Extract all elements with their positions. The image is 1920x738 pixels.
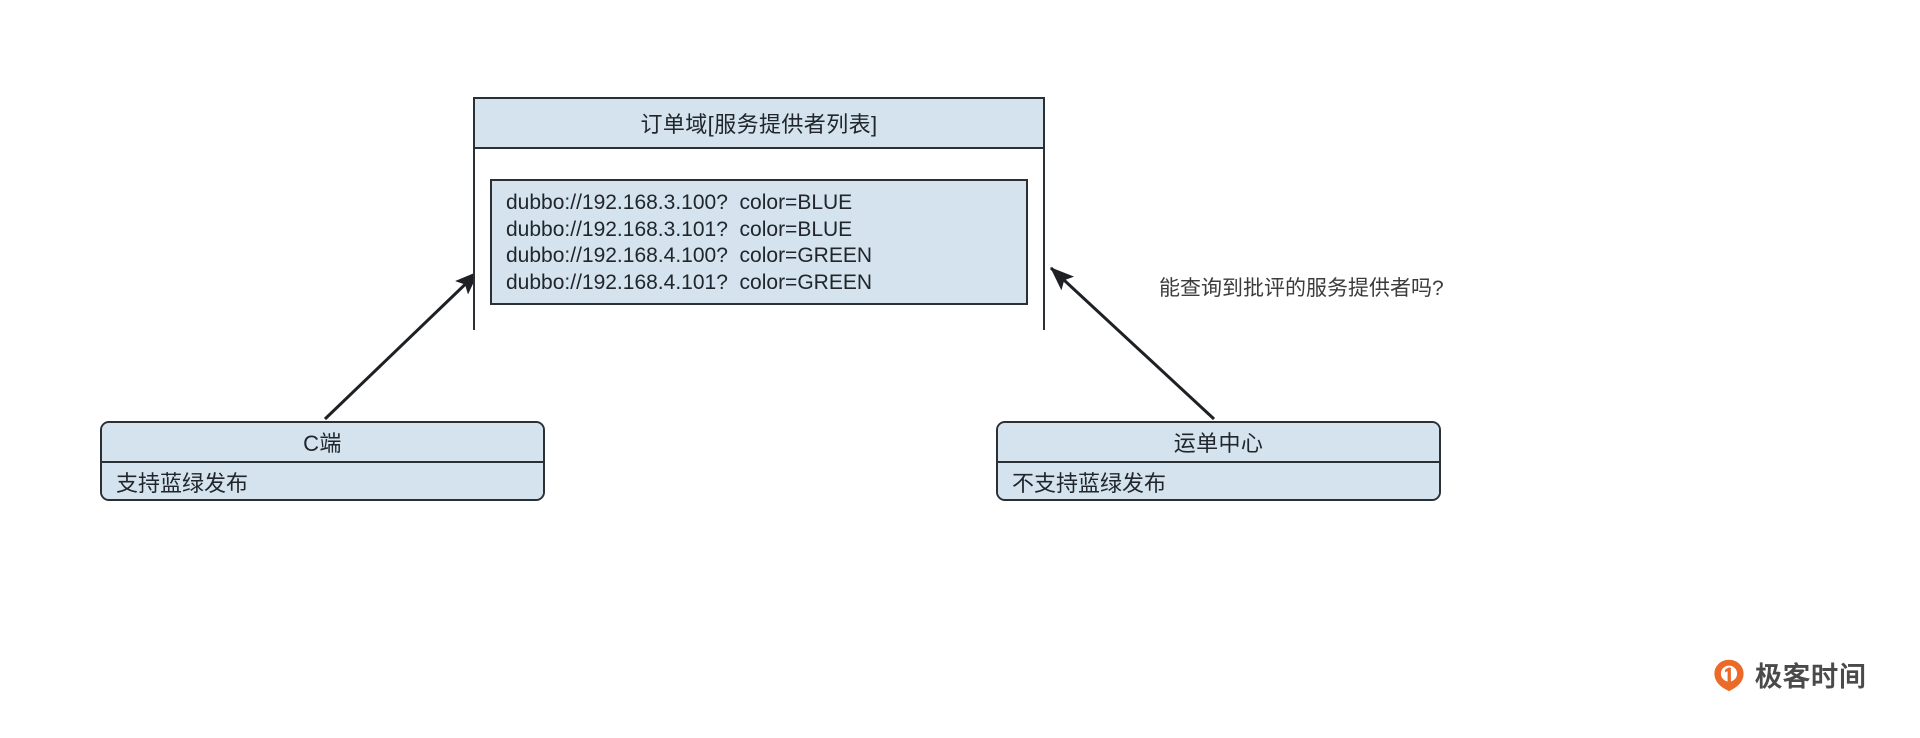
brand-logo: 极客时间 — [1712, 655, 1867, 694]
brand-name: 极客时间 — [1755, 662, 1867, 693]
annotation-question: 能查询到批评的服务提供者吗? — [1159, 277, 1444, 300]
node-c-end-body: 支持蓝绿发布 — [102, 463, 543, 499]
node-order-domain-header: 订单域[服务提供者列表] — [475, 99, 1043, 149]
provider-list-item: dubbo://192.168.3.100? color=BLUE — [506, 191, 853, 214]
node-c-end-header: C端 — [102, 423, 543, 463]
provider-list-item: dubbo://192.168.3.101? color=BLUE — [506, 217, 853, 241]
node-waybill-center-body: 不支持蓝绿发布 — [998, 463, 1439, 499]
node-waybill-center-header: 运单中心 — [998, 423, 1439, 463]
provider-list-box[interactable]: dubbo://192.168.3.100? color=BLUE dubbo:… — [490, 179, 1028, 305]
provider-list-item: dubbo://192.168.4.101? color=GREEN — [506, 270, 873, 294]
provider-list-item: dubbo://192.168.4.100? color=GREEN — [506, 244, 873, 267]
node-order-domain-body: dubbo://192.168.3.100? color=BLUE dubbo:… — [475, 149, 1043, 330]
node-order-domain[interactable]: 订单域[服务提供者列表] dubbo://192.168.3.100? colo… — [473, 97, 1045, 330]
node-waybill-center[interactable]: 运单中心 不支持蓝绿发布 — [996, 421, 1441, 501]
edge-c-end-to-order-domain — [323, 270, 480, 421]
node-c-end[interactable]: C端 支持蓝绿发布 — [100, 421, 545, 501]
geekbang-logo-icon — [1712, 658, 1746, 692]
